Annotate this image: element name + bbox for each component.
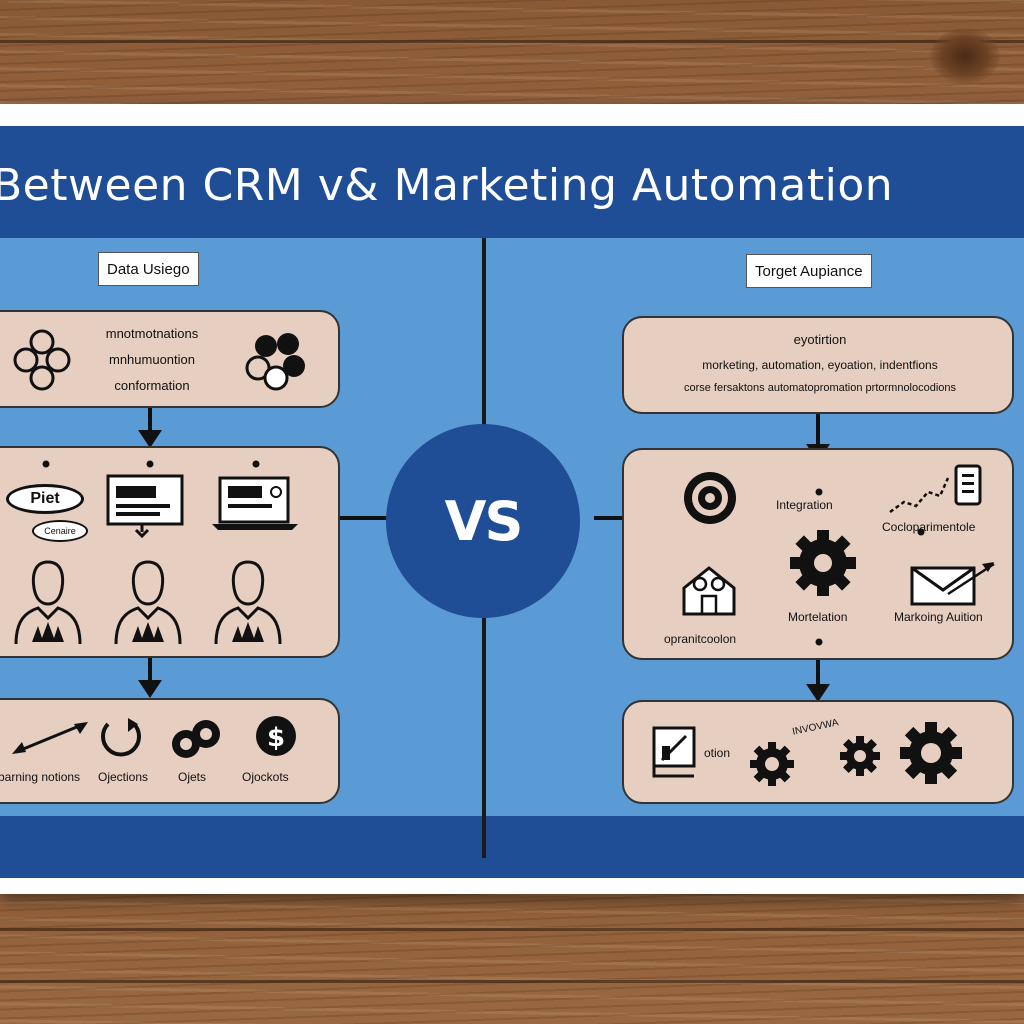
bottom-bar <box>0 816 1024 878</box>
title-bar: Between CRM v& Marketing Automation <box>0 126 1024 238</box>
node-cluster-icon <box>13 329 71 391</box>
right-panel-1: eyotirtion morketing, automation, eyoati… <box>622 316 1014 414</box>
gear-icon <box>840 736 880 776</box>
gear-icon <box>790 530 856 596</box>
wood-plank-seam <box>0 928 1024 931</box>
left-panel-1-line: mnotmotnations <box>105 326 199 341</box>
svg-text:$: $ <box>267 723 285 753</box>
growth-chart-icon <box>889 464 982 514</box>
right-panel-2-caption: Cocloparimentole <box>882 520 976 534</box>
poster-inner: Between CRM v& Marketing Automation VS D… <box>0 126 1024 878</box>
poster-board: Between CRM v& Marketing Automation VS D… <box>0 104 1024 894</box>
down-arrow-icon <box>806 660 830 702</box>
right-panel-2: Integration Cocloparimentole <box>622 448 1014 660</box>
right-section-label: Torget Aupiance <box>746 254 872 288</box>
right-panel-3-caption: INVOVWA <box>791 717 840 738</box>
web-screen-icon <box>106 474 184 538</box>
right-panel-2-caption: Markoing Auition <box>894 610 983 624</box>
dot-markers <box>42 460 260 468</box>
gear-icon <box>750 742 794 786</box>
left-panel-3-caption: Ojets <box>178 770 207 784</box>
right-panel-3: otion INVOVWA <box>622 700 1014 804</box>
wood-plank-seam <box>0 980 1024 983</box>
vs-circle: VS <box>386 424 580 618</box>
left-panel-3-caption: barning notions <box>0 770 81 784</box>
dollar-icon: $ <box>256 716 296 756</box>
right-panel-2-caption: Integration <box>776 498 833 512</box>
right-panel-1-line: morketing, automation, eyoation, indentf… <box>702 358 938 372</box>
wood-knot <box>930 28 1000 84</box>
presentation-board-icon <box>652 726 696 778</box>
vs-label: VS <box>444 489 524 553</box>
wood-plank-seam <box>0 40 1024 43</box>
left-panel-3: $ barning notions Ojections Ojets Ojocko… <box>0 698 340 804</box>
poster-title: Between CRM v& Marketing Automation <box>0 160 894 211</box>
gear-icon <box>900 722 962 784</box>
dot-marker <box>917 528 925 536</box>
left-panel-1-line: mnhumuontion <box>109 352 195 367</box>
speech-bubble-small: Cenaire <box>32 520 88 542</box>
left-panel-3-caption: Ojockots <box>242 770 289 784</box>
envelope-send-icon <box>910 562 995 606</box>
right-panel-3-caption: otion <box>704 746 731 760</box>
user-group-icon <box>14 560 282 645</box>
refresh-icon <box>101 718 141 757</box>
right-panel-2-caption: opranitcoolon <box>664 632 737 646</box>
left-panel-3-caption: Ojections <box>98 770 149 784</box>
laptop-icon <box>212 476 298 530</box>
down-arrow-icon <box>138 408 162 448</box>
left-section-label: Data Usiego <box>98 252 199 286</box>
target-icon <box>684 472 736 524</box>
right-panel-1-line: corse fersaktons automatopromation prtor… <box>683 382 957 394</box>
network-dots-icon <box>245 333 305 391</box>
left-panel-1-line: conformation <box>114 378 190 393</box>
linked-circles-icon <box>172 720 220 758</box>
right-panel-2-caption: Mortelation <box>788 610 848 624</box>
dot-markers <box>815 488 823 646</box>
speech-bubble-main: Piet <box>6 484 84 514</box>
building-icon <box>682 566 736 616</box>
down-arrow-icon <box>138 658 162 698</box>
right-panel-1-line: eyotirtion <box>793 332 847 347</box>
double-arrow-icon <box>12 722 88 754</box>
left-panel-1: mnotmotnations mnhumuontion conformation <box>0 310 340 408</box>
left-panel-2: Piet Cenaire <box>0 446 340 658</box>
